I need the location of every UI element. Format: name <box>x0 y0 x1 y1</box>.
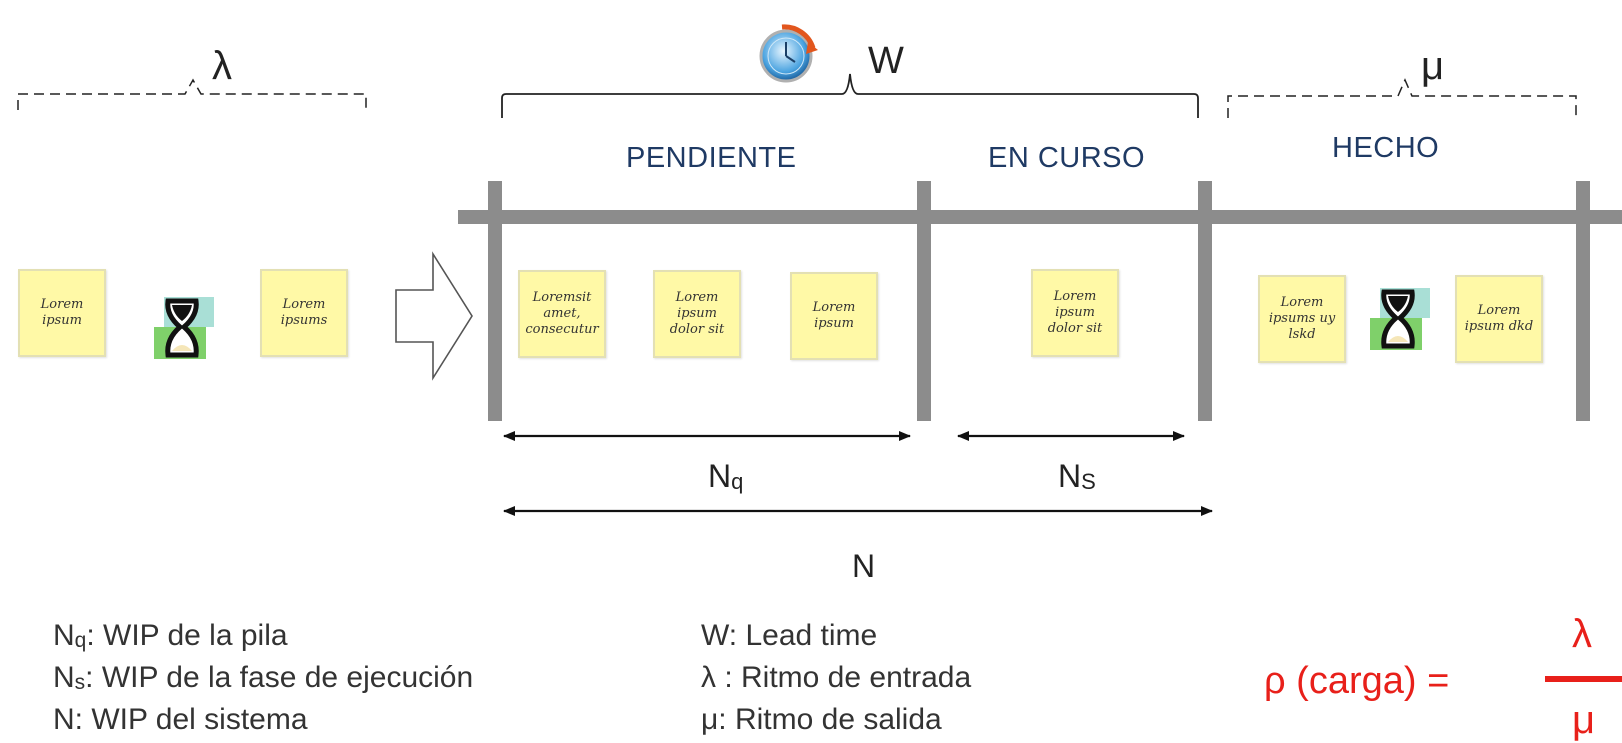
column-title-done: HECHO <box>1332 132 1440 164</box>
n-label: N <box>852 548 876 584</box>
board-divider-pending-progress <box>917 181 931 421</box>
legend-mu: μ: Ritmo de salida <box>701 703 942 736</box>
sticky-note: Lorem ipsum <box>790 272 878 360</box>
legend-ns: Ns: WIP de la fase de ejecución <box>53 661 474 694</box>
sticky-note: Lorem ipsum dolor sit <box>1031 269 1119 357</box>
legend-nq: Nq: WIP de la pila <box>53 619 288 652</box>
legend-lambda: λ : Ritmo de entrada <box>701 661 972 694</box>
sticky-note: Lorem ipsum dkd <box>1455 275 1543 363</box>
column-title-pending: PENDIENTE <box>626 142 797 174</box>
load-formula-numerator: λ <box>1572 612 1592 656</box>
load-formula-denominator: μ <box>1572 698 1596 742</box>
mu-symbol: μ <box>1421 44 1445 88</box>
lambda-symbol: λ <box>212 44 232 88</box>
legend-n: N: WIP del sistema <box>53 703 308 736</box>
w-brace <box>501 73 1199 118</box>
board-top-bar <box>458 210 1622 224</box>
legend-w: W: Lead time <box>701 619 878 652</box>
sticky-note: Lorem ipsums uy lskd <box>1258 275 1346 363</box>
load-formula-lhs: ρ (carga) = <box>1264 660 1450 702</box>
column-title-in-progress: EN CURSO <box>988 142 1146 174</box>
sticky-note: Loremsit amet, consecutur <box>518 270 606 358</box>
w-symbol: W <box>868 40 904 82</box>
sticky-note: Lorem ipsum <box>18 269 106 357</box>
hourglass-icon <box>1370 288 1430 350</box>
ns-label: NS <box>1058 458 1096 494</box>
block-arrow-icon <box>395 251 473 381</box>
kanban-board <box>458 181 1622 421</box>
nq-label: Nq <box>708 458 744 494</box>
hourglass-icon <box>154 297 214 359</box>
formula-fraction-bar <box>1545 676 1622 682</box>
board-divider-progress-done <box>1198 181 1212 421</box>
board-divider-right <box>1576 181 1590 421</box>
sticky-note: Lorem ipsums <box>260 269 348 357</box>
mu-brace <box>1227 78 1577 118</box>
board-divider-left <box>488 181 502 421</box>
clock-icon <box>759 24 818 83</box>
lambda-brace <box>17 78 367 110</box>
sticky-note: Lorem ipsum dolor sit <box>653 270 741 358</box>
